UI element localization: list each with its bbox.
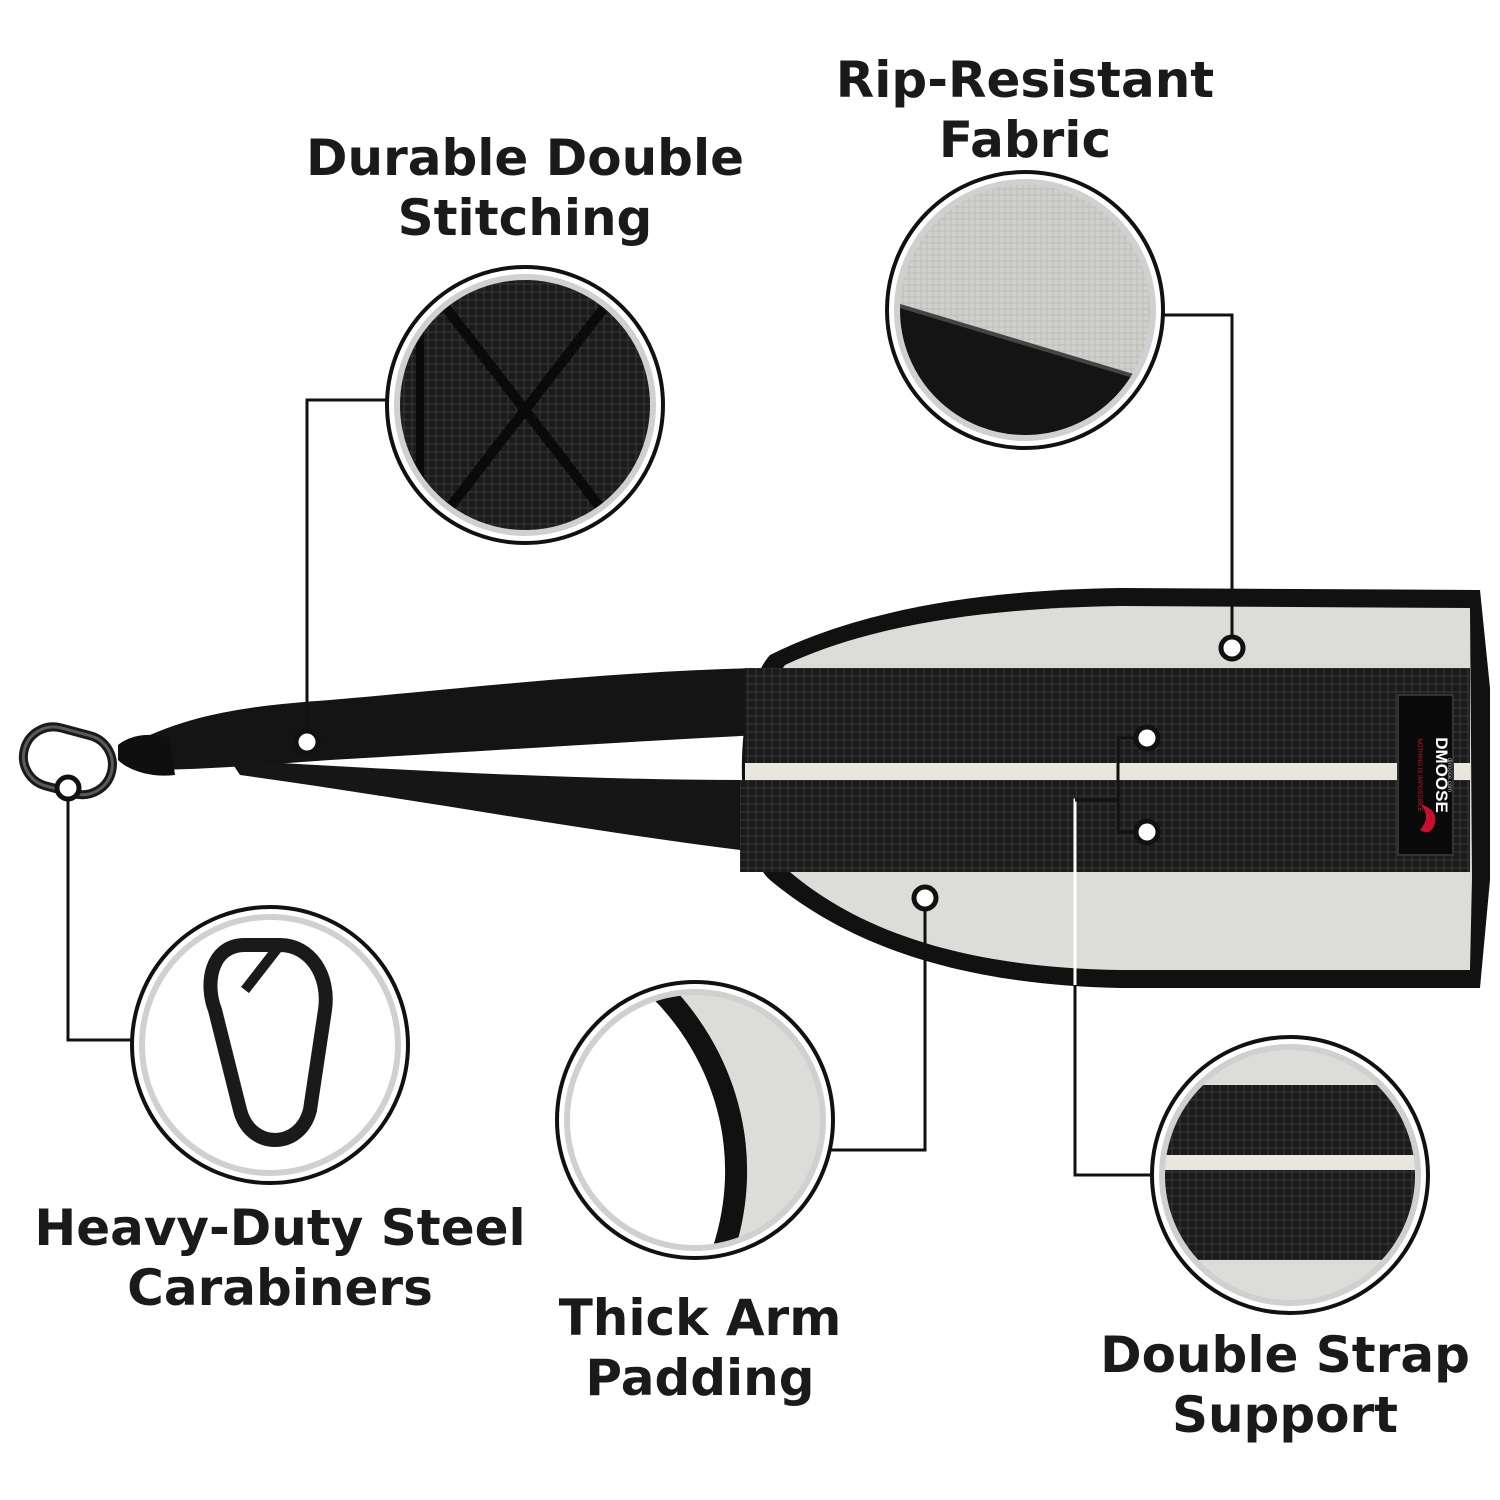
zoom-double-strap (1150, 1035, 1430, 1315)
dot-arm-padding (911, 884, 939, 912)
zoom-arm-padding (555, 980, 835, 1260)
tail-strap-upper (130, 668, 760, 770)
brand-name: DMOOSE (1432, 737, 1451, 813)
strap-loop (118, 734, 175, 776)
strap-lower (740, 780, 1470, 872)
dot-double-strap-upper (1133, 724, 1161, 752)
zoom-double-stitching (385, 265, 665, 545)
tail-strap-lower (230, 760, 745, 850)
strap-upper (745, 668, 1470, 763)
brand-website: dmoose.com (1446, 758, 1452, 792)
label-carabiners: Heavy-Duty Steel Carabiners (34, 1199, 526, 1317)
brand-logo-icon (1420, 804, 1436, 833)
carabiner-icon (203, 938, 333, 1147)
label-double-strap: Double Strap Support (1100, 1326, 1470, 1444)
brand-tagline: NOTHING IS IMPOSSIBLE (1416, 738, 1422, 811)
label-double-stitching: Durable Double Stitching (305, 129, 745, 247)
label-arm-padding: Thick Arm Padding (558, 1289, 842, 1407)
dot-carabiners (54, 774, 82, 802)
callout-lines (66, 313, 1234, 1177)
zoom-carabiners (130, 905, 410, 1185)
label-rip-resistant: Rip-Resistant Fabric (835, 51, 1215, 169)
dot-double-strap-lower (1133, 818, 1161, 846)
callout-dots (54, 634, 1246, 912)
dot-rip-resistant (1218, 634, 1246, 662)
zoom-rip-resistant (885, 170, 1165, 450)
dot-double-stitching (293, 728, 321, 756)
